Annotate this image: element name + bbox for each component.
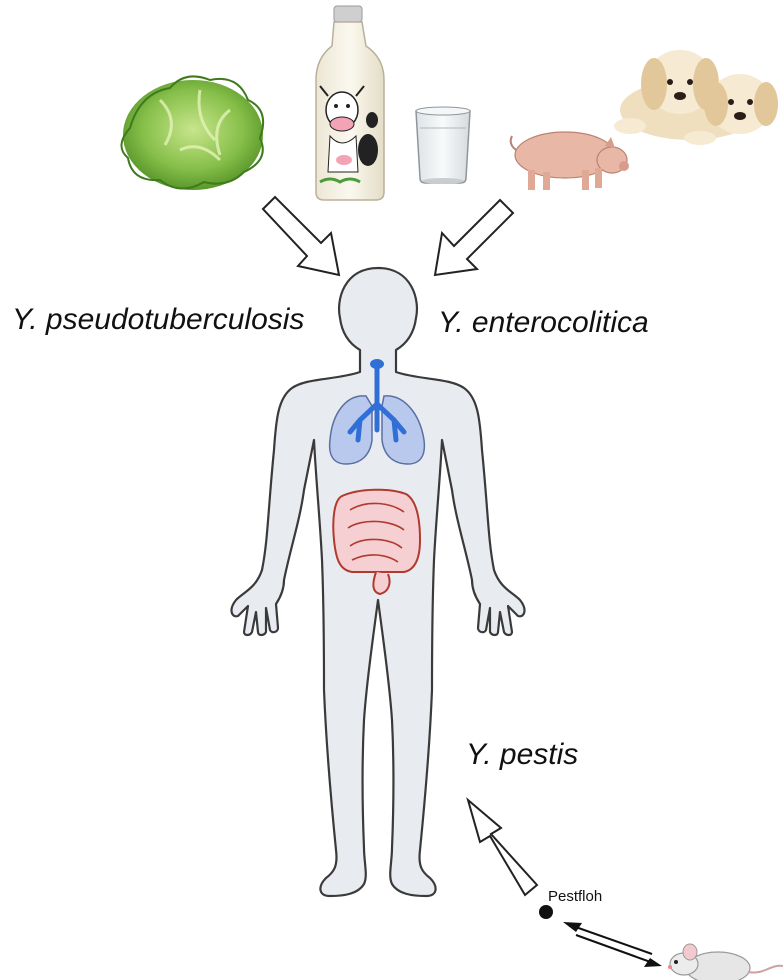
label-y-pestis: Y. pestis	[466, 738, 578, 772]
flea-icon	[539, 905, 553, 919]
puppies-icon	[614, 50, 778, 145]
mouse-icon	[668, 944, 783, 980]
label-pestfloh: Pestfloh	[548, 888, 602, 905]
arrow-pestis	[468, 800, 537, 895]
arrow-food-left	[263, 197, 339, 275]
water-glass-icon	[416, 107, 470, 184]
arrow-food-right	[435, 200, 513, 275]
label-y-pseudotuberculosis: Y. pseudotuberculosis	[12, 303, 304, 337]
label-y-enterocolitica: Y. enterocolitica	[438, 306, 649, 340]
transmission-arrows	[563, 922, 662, 967]
milk-bottle-icon	[316, 6, 384, 200]
lettuce-icon	[121, 76, 263, 190]
pig-icon	[511, 132, 629, 190]
